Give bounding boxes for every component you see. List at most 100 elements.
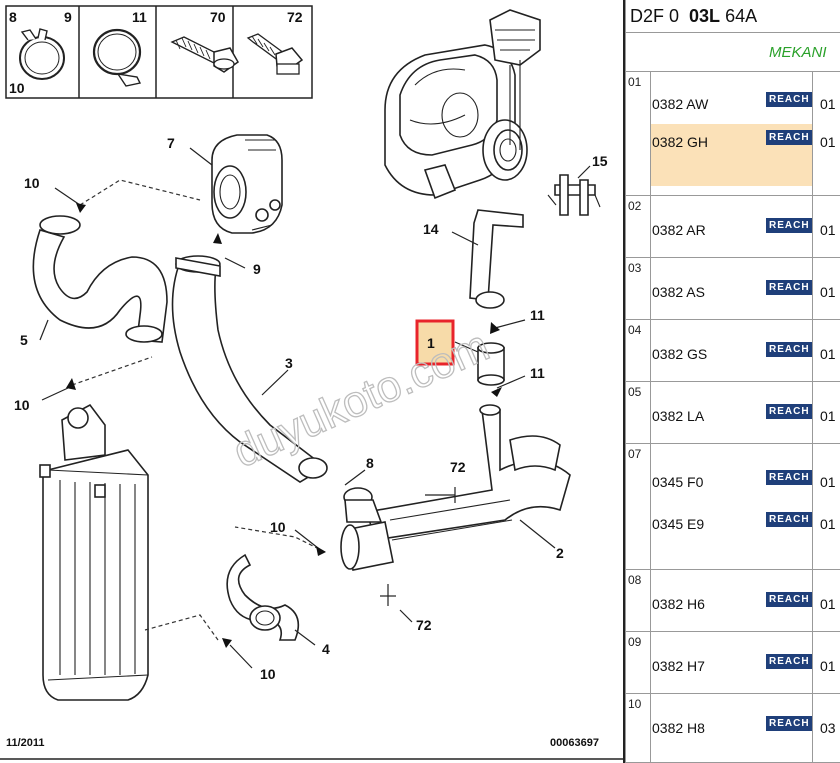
legend-callout-9: 9 — [64, 9, 72, 25]
callout-15: 15 — [592, 153, 608, 169]
part-reference[interactable]: 0382 AR — [652, 222, 706, 238]
part-reference[interactable]: 0382 H7 — [652, 658, 705, 674]
spring-clamp-icon — [19, 28, 65, 80]
column-divider — [650, 258, 651, 319]
part-reference[interactable]: 0345 E9 — [652, 516, 705, 532]
column-divider — [650, 444, 651, 569]
leader-lines — [39, 147, 591, 669]
column-divider — [812, 444, 813, 569]
diagram-canvas: 8 9 11 70 72 10 — [0, 5, 625, 760]
bolt-icon — [170, 36, 239, 73]
part-reference[interactable]: 0382 GS — [652, 346, 708, 362]
column-divider — [650, 196, 651, 257]
callout-10-b: 10 — [14, 397, 30, 413]
header-code-4: 64A — [725, 5, 758, 26]
part-reference[interactable]: 0382 H8 — [652, 720, 705, 736]
part-quantity: 01 — [820, 658, 836, 674]
reach-badge: REACH — [766, 716, 813, 731]
panel-subtitle: MEKANI — [626, 33, 840, 72]
part-quantity: 01 — [820, 346, 836, 362]
part-reference[interactable]: 0382 AW — [652, 96, 709, 112]
reach-badge: REACH — [766, 218, 813, 233]
throttle-body-7 — [211, 134, 283, 234]
column-divider — [812, 694, 813, 762]
part-reference[interactable]: 0382 LA — [652, 408, 705, 424]
part-quantity: 01 — [820, 134, 836, 150]
callout-11-a: 11 — [530, 307, 545, 323]
part-quantity: 01 — [820, 474, 836, 490]
hose-clamp-icon — [92, 28, 142, 87]
group-number: 02 — [628, 199, 642, 213]
sensor-8 — [343, 487, 383, 523]
intercooler — [39, 403, 149, 701]
part-reference-row[interactable]: 0382 AR REACH 01 — [650, 208, 836, 248]
callout-10-d: 10 — [260, 666, 276, 682]
hose-3 — [171, 255, 328, 483]
part-reference[interactable]: 0382 AS — [652, 284, 705, 300]
column-divider — [650, 382, 651, 443]
part-quantity: 01 — [820, 96, 836, 112]
column-divider — [650, 570, 651, 631]
part-reference[interactable]: 0382 GH — [652, 134, 709, 150]
screw-icon — [246, 33, 304, 75]
column-divider — [812, 570, 813, 631]
column-divider — [812, 258, 813, 319]
pipe-14 — [469, 209, 524, 309]
callout-1: 1 — [427, 335, 435, 351]
coupling-1 — [477, 342, 505, 386]
callout-3: 3 — [285, 355, 293, 371]
parts-group: 02 0382 AR REACH 01 — [626, 196, 840, 258]
group-number: 01 — [628, 75, 642, 89]
selected-part-marker[interactable]: 1 — [415, 319, 455, 366]
part-reference-row[interactable]: 0382 H7 REACH 01 — [650, 644, 836, 684]
column-divider — [812, 382, 813, 443]
part-quantity: 01 — [820, 284, 836, 300]
part-quantity: 01 — [820, 222, 836, 238]
turbocharger — [384, 9, 541, 200]
legend-callout-10: 10 — [9, 80, 25, 96]
group-number: 05 — [628, 385, 642, 399]
footer-date: 11/2011 — [6, 737, 45, 749]
legend-callout-72: 72 — [287, 9, 303, 25]
hose-5 — [32, 215, 168, 343]
fastener-legend-box: 8 9 11 70 72 10 — [5, 5, 313, 99]
watermark: duyukoto.com — [226, 321, 496, 477]
reach-badge: REACH — [766, 654, 813, 669]
dash-line-10-top — [79, 179, 201, 206]
dash-line-10-bottom — [144, 614, 219, 641]
dash-line-10-left — [71, 356, 153, 386]
callout-5: 5 — [20, 332, 28, 348]
part-quantity: 01 — [820, 516, 836, 532]
callout-2: 2 — [556, 545, 564, 561]
legend-callout-70: 70 — [210, 9, 226, 25]
column-divider — [650, 72, 651, 195]
callout-10-a: 10 — [24, 175, 40, 191]
part-quantity: 01 — [820, 408, 836, 424]
group-number: 08 — [628, 573, 642, 587]
exploded-parts-diagram: 8 9 11 70 72 10 — [0, 0, 625, 763]
column-divider — [812, 196, 813, 257]
bracket-15 — [547, 174, 601, 216]
part-reference[interactable]: 0345 F0 — [652, 474, 704, 490]
part-reference[interactable]: 0382 H6 — [652, 596, 705, 612]
legend-callout-11: 11 — [132, 9, 147, 25]
header-code-2: 0 — [669, 5, 680, 26]
header-code-3: 03L — [689, 5, 721, 26]
reach-badge: REACH — [766, 592, 813, 607]
column-divider — [812, 320, 813, 381]
